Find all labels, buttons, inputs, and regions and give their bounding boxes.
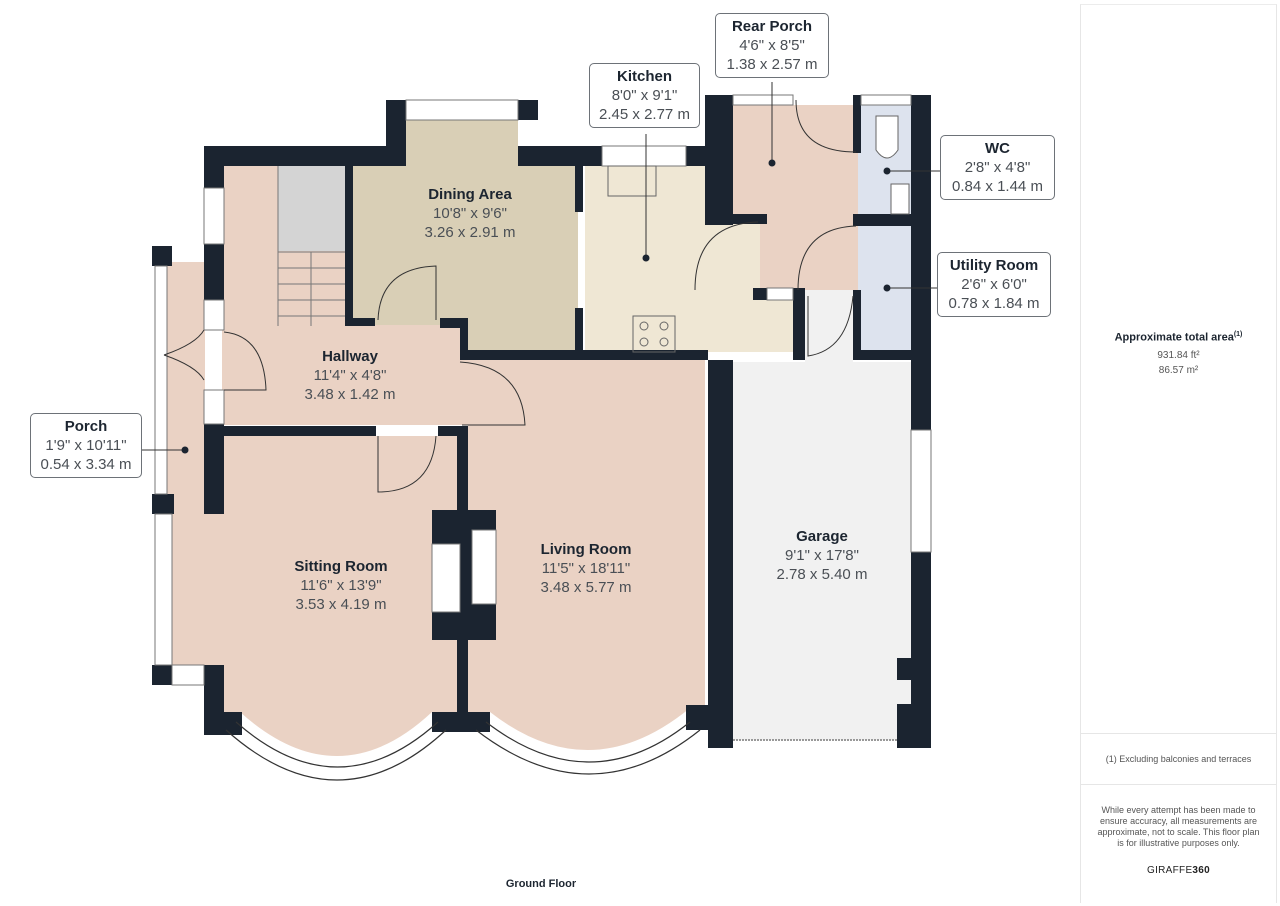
room-imperial: 10'8" x 9'6" bbox=[433, 205, 507, 222]
room-metric: 3.26 x 2.91 m bbox=[424, 224, 516, 241]
callout-kitchen: Kitchen 8'0" x 9'1" 2.45 x 2.77 m bbox=[589, 63, 700, 128]
total-area: Approximate total area(1) 931.84 ft² 86.… bbox=[1081, 331, 1276, 376]
sink bbox=[607, 165, 657, 197]
garage-floor bbox=[733, 362, 911, 740]
wc-fixtures bbox=[875, 115, 910, 215]
callout-dots bbox=[181, 159, 891, 454]
room-imperial: 2'8" x 4'8" bbox=[964, 159, 1031, 176]
room-name: Porch bbox=[64, 418, 108, 435]
living-floor bbox=[468, 360, 705, 751]
dining-floor bbox=[352, 120, 578, 352]
brand-suffix: 360 bbox=[1192, 865, 1211, 876]
room-metric: 1.38 x 2.57 m bbox=[726, 56, 818, 73]
garage-passage bbox=[805, 290, 853, 362]
room-metric: 0.54 x 3.34 m bbox=[40, 456, 132, 473]
room-metric: 3.48 x 5.77 m bbox=[540, 579, 632, 596]
room-imperial: 4'6" x 8'5" bbox=[739, 37, 805, 54]
sitting-floor bbox=[172, 436, 457, 756]
basin bbox=[890, 183, 910, 215]
callout-rear-porch: Rear Porch 4'6" x 8'5" 1.38 x 2.57 m bbox=[715, 13, 829, 78]
callout-leaders bbox=[140, 82, 940, 451]
room-imperial: 1'9" x 10'11" bbox=[45, 437, 127, 454]
room-label-sitting: Sitting Room 11'6" x 13'9" 3.53 x 4.19 m bbox=[266, 557, 416, 614]
hob bbox=[632, 315, 676, 353]
room-name: Garage bbox=[796, 528, 848, 545]
info-panel: Approximate total area(1) 931.84 ft² 86.… bbox=[1080, 4, 1277, 903]
brand-prefix: GIRAFFE bbox=[1146, 865, 1193, 876]
rear-porch-floor bbox=[733, 105, 858, 290]
area-title-text: Approximate total area bbox=[1114, 331, 1234, 344]
footnote-mark: (1) bbox=[1233, 331, 1243, 338]
room-metric: 0.78 x 1.84 m bbox=[948, 295, 1040, 312]
room-imperial: 8'0" x 9'1" bbox=[611, 87, 678, 104]
disclaimer: While every attempt has been made to ens… bbox=[1097, 805, 1260, 848]
room-label-hallway: Hallway 11'4" x 4'8" 3.48 x 1.42 m bbox=[275, 347, 425, 404]
room-name: Dining Area bbox=[428, 186, 512, 203]
area-ft2: 931.84 ft² bbox=[1157, 349, 1200, 361]
floor-label: Ground Floor bbox=[505, 878, 577, 890]
room-imperial: 11'5" x 18'11" bbox=[541, 560, 631, 577]
footnote: (1) Excluding balconies and terraces bbox=[1081, 733, 1276, 785]
room-label-dining: Dining Area 10'8" x 9'6" 3.26 x 2.91 m bbox=[395, 185, 545, 242]
room-metric: 2.78 x 5.40 m bbox=[776, 566, 868, 583]
room-imperial: 11'4" x 4'8" bbox=[313, 367, 387, 384]
callout-porch: Porch 1'9" x 10'11" 0.54 x 3.34 m bbox=[30, 413, 142, 478]
area-title: Approximate total area(1) bbox=[1081, 331, 1276, 344]
room-imperial: 2'6" x 6'0" bbox=[961, 276, 1027, 293]
room-name: WC bbox=[985, 140, 1010, 157]
room-name: Living Room bbox=[540, 541, 632, 558]
room-imperial: 9'1" x 17'8" bbox=[785, 547, 859, 564]
room-label-living: Living Room 11'5" x 18'11" 3.48 x 5.77 m bbox=[511, 540, 661, 597]
bay-windows bbox=[225, 721, 701, 781]
room-name: Hallway bbox=[322, 348, 378, 365]
area-m2: 86.57 m² bbox=[1158, 364, 1199, 376]
stairs bbox=[278, 166, 345, 251]
callout-utility: Utility Room 2'6" x 6'0" 0.78 x 1.84 m bbox=[937, 252, 1051, 317]
room-fills bbox=[155, 105, 911, 756]
doors bbox=[163, 99, 857, 493]
room-name: Utility Room bbox=[949, 257, 1039, 274]
room-imperial: 11'6" x 13'9" bbox=[300, 577, 382, 594]
stair-treads bbox=[277, 166, 345, 326]
room-metric: 3.48 x 1.42 m bbox=[304, 386, 396, 403]
room-name: Sitting Room bbox=[294, 558, 388, 575]
toilet bbox=[875, 115, 899, 159]
room-name: Kitchen bbox=[616, 68, 672, 85]
windows bbox=[154, 94, 932, 686]
walls bbox=[152, 95, 931, 748]
brand-logo: GIRAFFE360 bbox=[1081, 865, 1276, 876]
room-name: Rear Porch bbox=[731, 18, 813, 35]
kitchen-floor bbox=[585, 166, 795, 352]
room-metric: 0.84 x 1.44 m bbox=[952, 178, 1043, 195]
room-label-garage: Garage 9'1" x 17'8" 2.78 x 5.40 m bbox=[747, 527, 897, 584]
room-metric: 2.45 x 2.77 m bbox=[599, 106, 690, 123]
kitchen-fixtures bbox=[607, 165, 676, 353]
callout-wc: WC 2'8" x 4'8" 0.84 x 1.44 m bbox=[940, 135, 1055, 200]
floor-plan bbox=[140, 82, 940, 781]
room-metric: 3.53 x 4.19 m bbox=[295, 596, 387, 613]
